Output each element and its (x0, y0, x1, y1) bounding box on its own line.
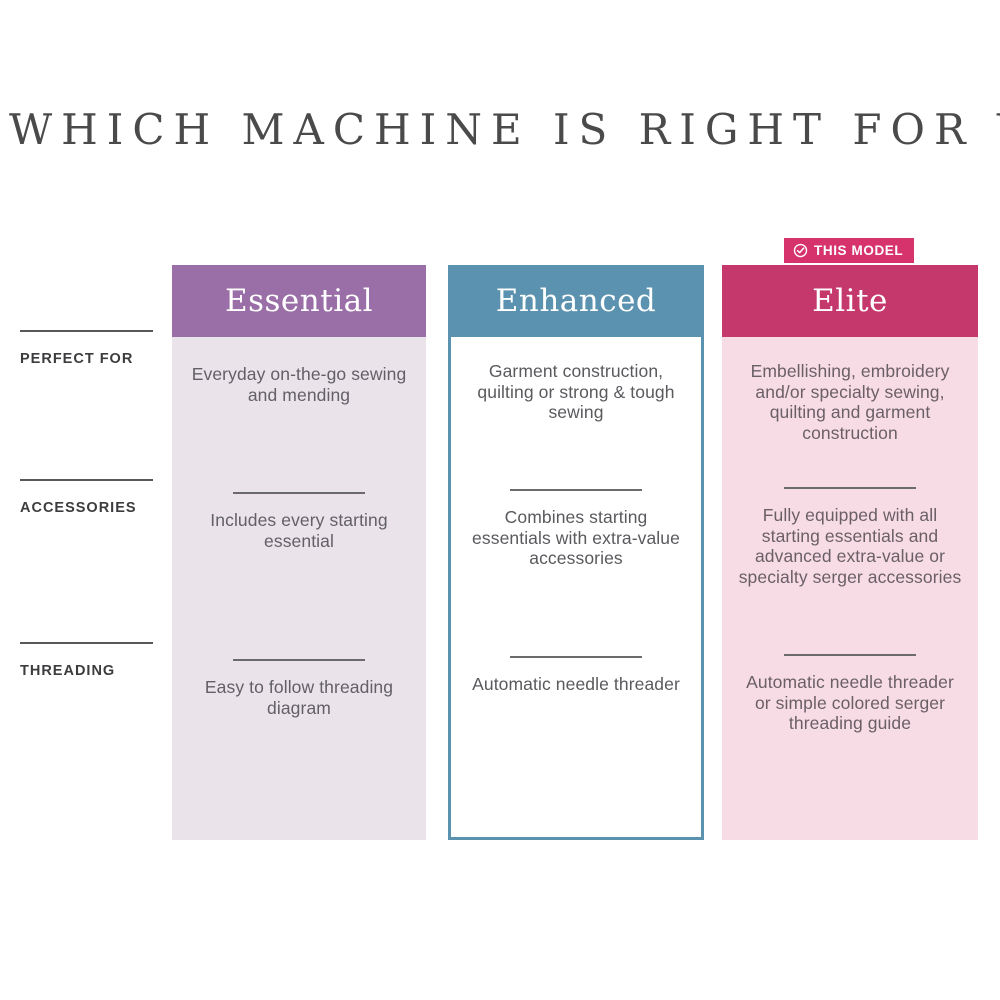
cell-essential-perfect-for: Everyday on-the-go sewing and mending (172, 364, 426, 405)
column-title: Elite (812, 283, 888, 319)
column-body-elite: Embellishing, embroidery and/or specialt… (722, 337, 978, 840)
column-header-essential: Essential (172, 265, 426, 337)
cell-elite-threading: Automatic needle threader or simple colo… (722, 654, 978, 734)
cell-text: Fully equipped with all starting essenti… (738, 505, 962, 587)
cell-divider (233, 659, 365, 661)
cell-divider (784, 487, 916, 489)
row-label-text: PERFECT FOR (20, 351, 134, 367)
row-rule (20, 330, 153, 332)
cell-essential-threading: Easy to follow threading diagram (172, 659, 426, 718)
row-label-threading: THREADING (20, 642, 153, 679)
column-body-enhanced: Garment construction, quilting or strong… (448, 337, 704, 840)
comparison-table: PERFECT FOR ACCESSORIES THREADING Essent… (0, 230, 1000, 840)
column-essential[interactable]: Essential Everyday on-the-go sewing and … (172, 265, 426, 840)
row-label-perfect-for: PERFECT FOR (20, 330, 153, 367)
check-circle-icon (793, 243, 808, 258)
column-elite[interactable]: Elite Embellishing, embroidery and/or sp… (722, 265, 978, 840)
row-rule (20, 642, 153, 644)
cell-text: Easy to follow threading diagram (204, 677, 394, 718)
cell-elite-perfect-for: Embellishing, embroidery and/or specialt… (722, 361, 978, 443)
cell-enhanced-threading: Automatic needle threader (451, 656, 701, 695)
column-title: Enhanced (495, 283, 657, 319)
cell-enhanced-accessories: Combines starting essentials with extra-… (451, 489, 701, 569)
page-title: WHICH MACHINE IS RIGHT FOR YOU? (9, 105, 1000, 154)
cell-text: Automatic needle threader (472, 674, 680, 694)
cell-text: Includes every starting essential (210, 510, 388, 551)
row-label-column: PERFECT FOR ACCESSORIES THREADING (20, 230, 153, 830)
cell-text: Garment construction, quilting or strong… (477, 361, 675, 422)
row-label-accessories: ACCESSORIES (20, 479, 153, 516)
cell-divider (510, 489, 642, 491)
cell-divider (510, 656, 642, 658)
row-label-text: THREADING (20, 663, 116, 679)
page-title-container: WHICH MACHINE IS RIGHT FOR YOU? (0, 100, 1000, 160)
column-enhanced[interactable]: Enhanced Garment construction, quilting … (448, 265, 704, 840)
this-model-badge: THIS MODEL (784, 238, 915, 263)
column-title: Essential (224, 283, 374, 319)
column-header-elite: Elite (722, 265, 978, 337)
this-model-badge-label: THIS MODEL (814, 243, 904, 258)
cell-enhanced-perfect-for: Garment construction, quilting or strong… (451, 361, 701, 423)
cell-text: Embellishing, embroidery and/or specialt… (750, 361, 950, 443)
cell-divider (784, 654, 916, 656)
cell-text: Combines starting essentials with extra-… (472, 507, 680, 568)
cell-text: Automatic needle threader or simple colo… (746, 672, 954, 733)
cell-essential-accessories: Includes every starting essential (172, 492, 426, 551)
row-rule (20, 479, 153, 481)
column-body-essential: Everyday on-the-go sewing and mending In… (172, 337, 426, 840)
cell-elite-accessories: Fully equipped with all starting essenti… (722, 487, 978, 587)
cell-text: Everyday on-the-go sewing and mending (191, 364, 407, 405)
cell-divider (233, 492, 365, 494)
row-label-text: ACCESSORIES (20, 500, 137, 516)
column-header-enhanced: Enhanced (448, 265, 704, 337)
